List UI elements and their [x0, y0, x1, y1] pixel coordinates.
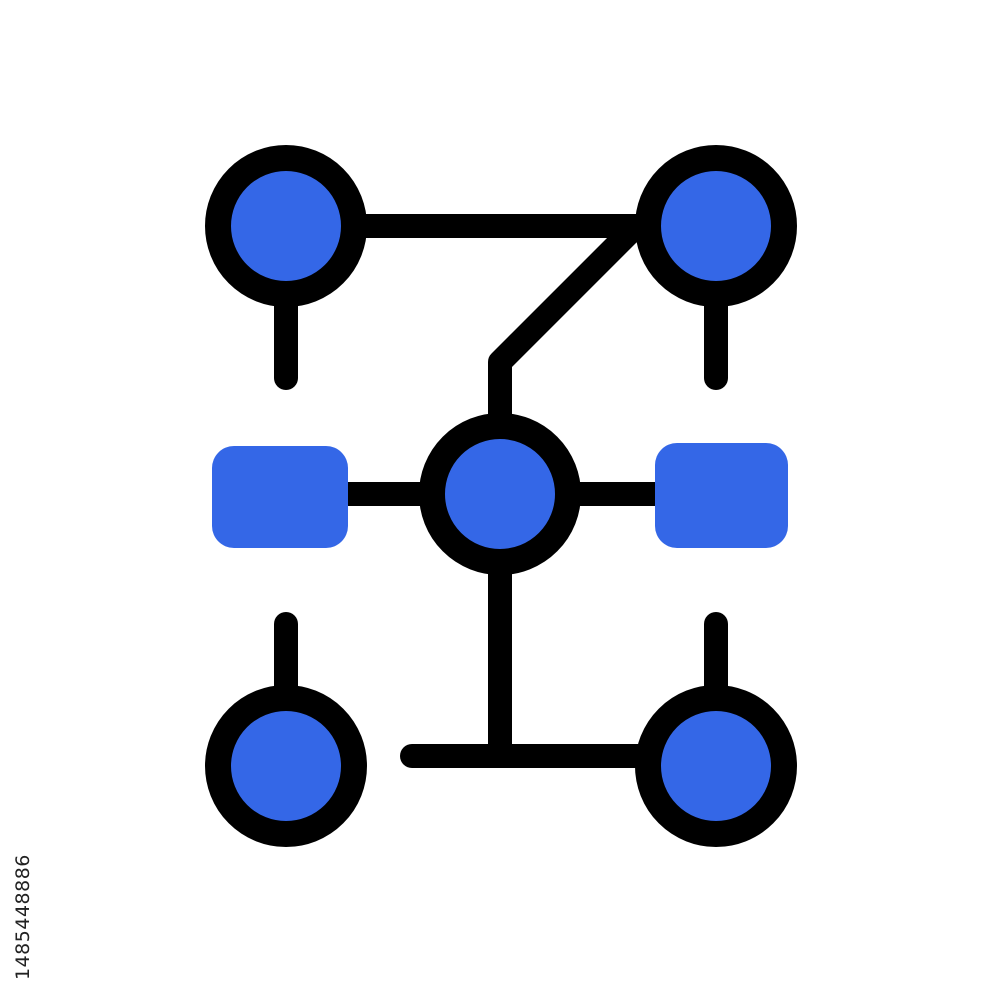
- box-right: [655, 443, 788, 548]
- stock-id-label: 1485448886: [12, 854, 34, 980]
- box-left: [212, 446, 348, 548]
- node-top-left: [205, 145, 367, 307]
- connector-lines: [274, 214, 728, 768]
- node-top-right: [635, 145, 797, 307]
- node-bottom-right: [635, 685, 797, 847]
- node-bottom-left: [205, 685, 367, 847]
- connector-diagonal: [488, 220, 642, 442]
- node-center: [419, 413, 581, 575]
